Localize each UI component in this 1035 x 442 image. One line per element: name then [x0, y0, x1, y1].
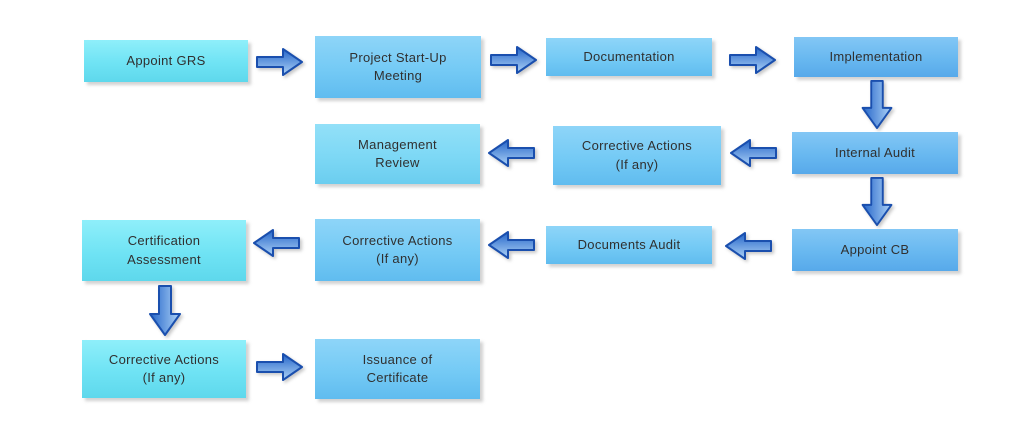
node-management-review-label: Management Review — [358, 136, 437, 170]
node-issuance-of-certificate-label: Issuance of Certificate — [362, 351, 433, 385]
arrow-internal-audit-to-corrective-actions — [729, 138, 777, 168]
node-management-review: Management Review — [315, 124, 480, 184]
arrow-appoint-grs-to-project-start-up — [256, 47, 304, 77]
arrow-documentation-to-implementation — [729, 45, 777, 75]
node-appoint-cb-label: Appoint CB — [840, 241, 910, 257]
arrow-project-start-up-to-documentation — [490, 45, 538, 75]
arrow-documents-audit-to-corrective-actions — [487, 230, 535, 260]
node-issuance-of-certificate: Issuance of Certificate — [315, 339, 480, 399]
arrow-appoint-cb-to-documents-audit — [724, 231, 772, 261]
arrow-implementation-to-internal-audit — [860, 80, 894, 130]
node-corrective-actions-1-label: Corrective Actions (If any) — [581, 138, 693, 172]
node-documents-audit: Documents Audit — [546, 226, 712, 264]
node-corrective-actions-2: Corrective Actions (If any) — [315, 219, 480, 281]
node-corrective-actions-2-label: Corrective Actions (If any) — [342, 232, 453, 266]
node-documentation-label: Documentation — [583, 48, 675, 64]
node-appoint-grs: Appoint GRS — [84, 40, 248, 82]
node-project-start-up-meeting-label: Project Start-Up Meeting — [349, 49, 447, 83]
node-internal-audit-label: Internal Audit — [834, 144, 916, 160]
node-documentation: Documentation — [546, 38, 712, 76]
node-internal-audit: Internal Audit — [792, 132, 958, 174]
node-implementation: Implementation — [794, 37, 958, 77]
arrow-corrective-actions-to-management-review — [487, 138, 535, 168]
node-certification-assessment: Certification Assessment — [82, 220, 246, 281]
arrow-corrective-actions-to-certification-assessment — [252, 228, 300, 258]
arrow-corrective-actions-to-issuance — [256, 352, 304, 382]
node-corrective-actions-1: Corrective Actions (If any) — [553, 126, 721, 185]
node-appoint-grs-label: Appoint GRS — [126, 52, 206, 68]
node-appoint-cb: Appoint CB — [792, 229, 958, 271]
node-corrective-actions-3: Corrective Actions (If any) — [82, 340, 246, 398]
arrow-certification-assessment-to-corrective-actions — [148, 285, 182, 337]
arrow-internal-audit-to-appoint-cb — [860, 177, 894, 227]
node-documents-audit-label: Documents Audit — [577, 236, 681, 252]
node-implementation-label: Implementation — [829, 48, 923, 64]
node-certification-assessment-label: Certification Assessment — [127, 233, 201, 267]
node-project-start-up-meeting: Project Start-Up Meeting — [315, 36, 481, 98]
node-corrective-actions-3-label: Corrective Actions (If any) — [108, 351, 220, 385]
